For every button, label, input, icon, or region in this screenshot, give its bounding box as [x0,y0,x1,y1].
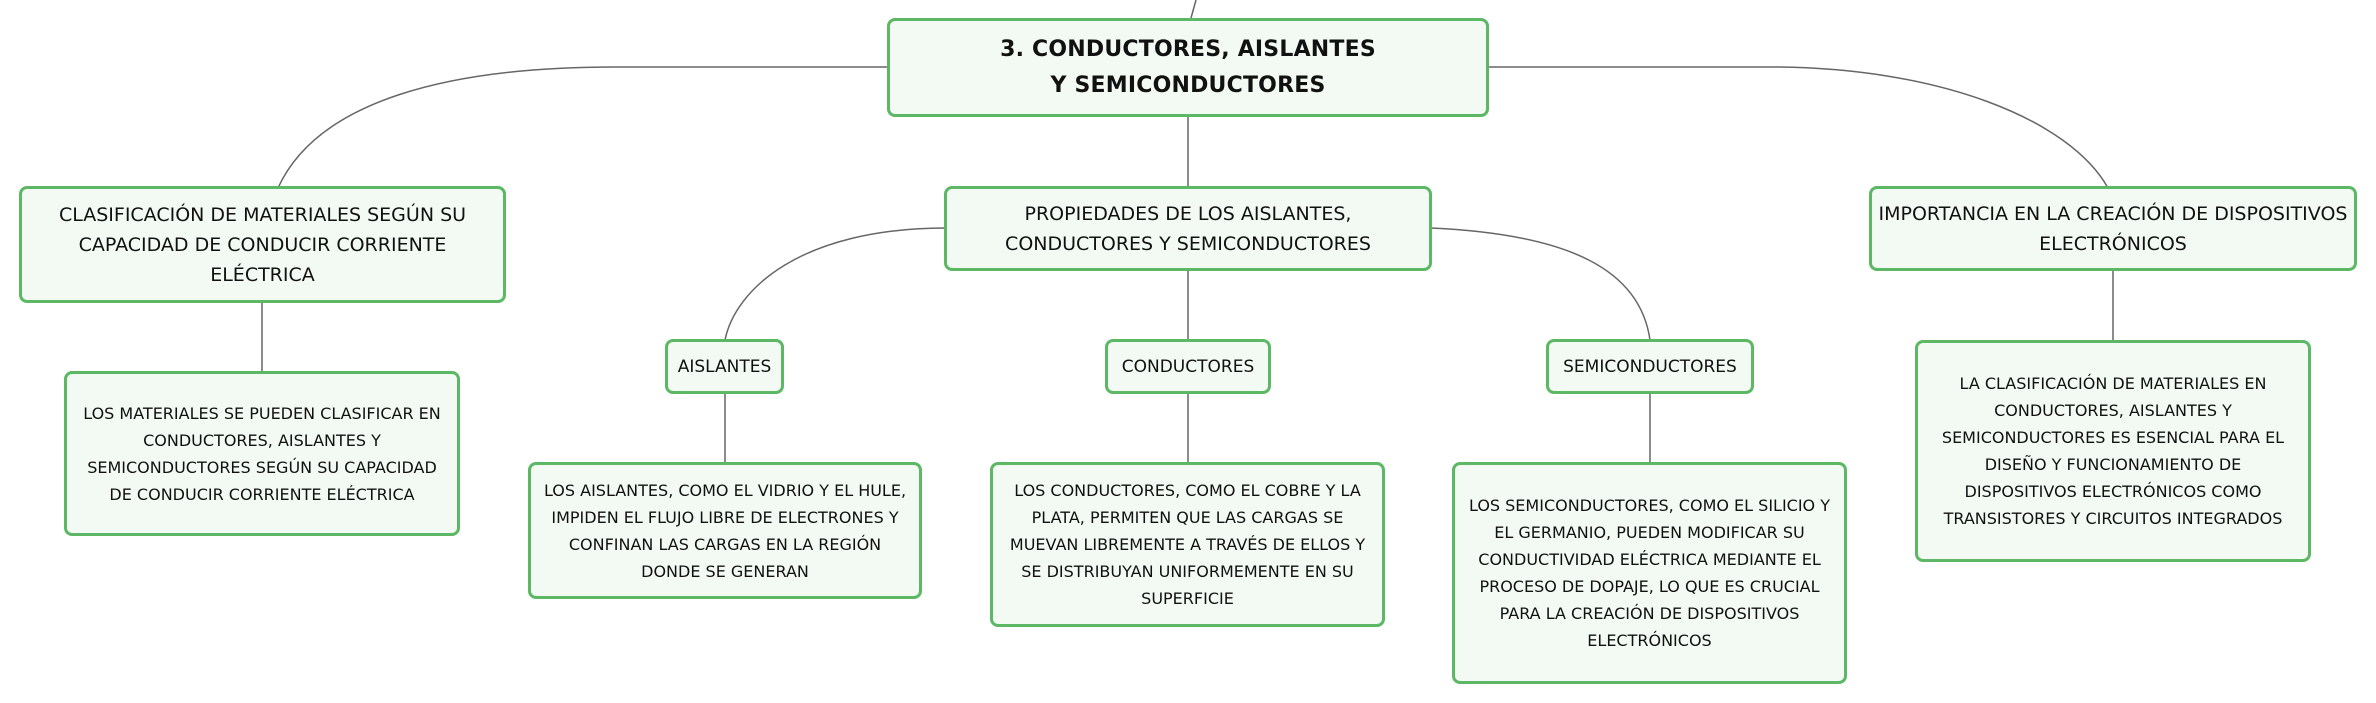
connector-properties-to-semiconductors [1429,227,1651,341]
conductors-label: CONDUCTORES [1121,356,1255,377]
conductors-node[interactable]: CONDUCTORES [1105,339,1271,394]
importance-detail-text: LA CLASIFICACIÓN DE MATERIALES EN CONDUC… [1941,374,2285,528]
classification-node[interactable]: CLASIFICACIÓN DE MATERIALES SEGÚN SU CAP… [19,186,506,303]
insulators-detail-node[interactable]: LOS AISLANTES, COMO EL VIDRIO Y EL HULE,… [528,462,922,599]
properties-label: PROPIEDADES DE LOS AISLANTES, CONDUCTORE… [1005,202,1371,255]
insulators-node[interactable]: AISLANTES [665,339,784,394]
connector-parent-to-root [1190,0,1197,19]
connector-properties-to-insulators [724,227,947,341]
insulators-detail-text: LOS AISLANTES, COMO EL VIDRIO Y EL HULE,… [543,480,907,581]
conductors-detail-text: LOS CONDUCTORES, COMO EL COBRE Y LA PLAT… [1009,481,1366,608]
semiconductors-detail-text: LOS SEMICONDUCTORES, COMO EL SILICIO Y E… [1468,496,1831,650]
semiconductors-detail-node[interactable]: LOS SEMICONDUCTORES, COMO EL SILICIO Y E… [1452,462,1847,684]
classification-detail-node[interactable]: LOS MATERIALES SE PUEDEN CLASIFICAR EN C… [64,371,460,536]
semiconductors-node[interactable]: SEMICONDUCTORES [1546,339,1754,394]
conductors-detail-node[interactable]: LOS CONDUCTORES, COMO EL COBRE Y LA PLAT… [990,462,1385,627]
insulators-label: AISLANTES [677,356,772,377]
properties-node[interactable]: PROPIEDADES DE LOS AISLANTES, CONDUCTORE… [944,186,1432,271]
root-topic-label: 3. CONDUCTORES, AISLANTES Y SEMICONDUCTO… [1000,36,1376,98]
semiconductors-label: SEMICONDUCTORES [1563,356,1737,377]
importance-label: IMPORTANCIA EN LA CREACIÓN DE DISPOSITIV… [1878,202,2348,255]
connector-root-to-classification [277,66,889,189]
connector-root-to-importance [1489,66,2109,189]
classification-detail-text: LOS MATERIALES SE PUEDEN CLASIFICAR EN C… [83,403,441,504]
classification-label: CLASIFICACIÓN DE MATERIALES SEGÚN SU CAP… [58,203,467,286]
importance-detail-node[interactable]: LA CLASIFICACIÓN DE MATERIALES EN CONDUC… [1915,340,2311,562]
root-topic-node[interactable]: 3. CONDUCTORES, AISLANTES Y SEMICONDUCTO… [887,18,1489,117]
importance-node[interactable]: IMPORTANCIA EN LA CREACIÓN DE DISPOSITIV… [1869,186,2357,271]
